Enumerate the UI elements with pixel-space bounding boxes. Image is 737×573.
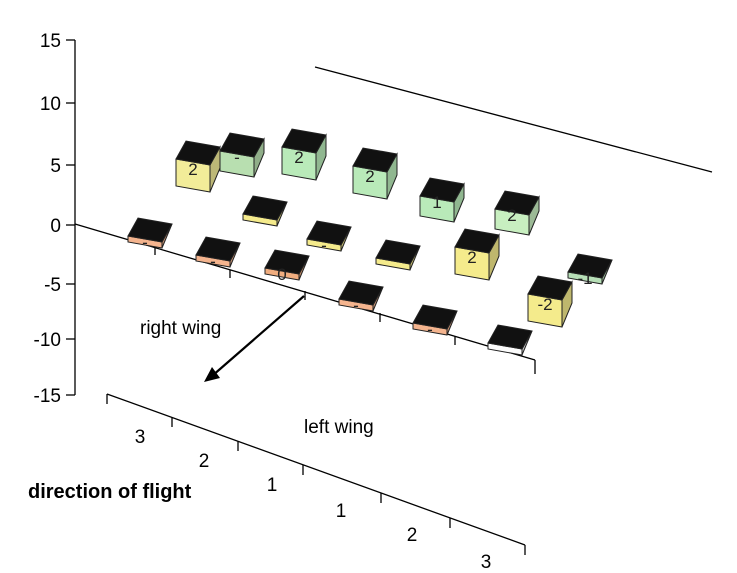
bar-top-face (375, 239, 421, 265)
bar-top-face (567, 253, 613, 279)
bar-top-face (352, 147, 398, 173)
bar-box: -2 (527, 275, 573, 328)
arrow-icon (204, 295, 305, 382)
bar-value-label: 0 (277, 265, 286, 284)
z-tick-label: 15 (40, 31, 61, 52)
bar-value-label: - (427, 320, 433, 339)
bar-top-face (219, 132, 265, 158)
x-tick-label: 2 (199, 451, 210, 472)
z-tick-label: 10 (40, 94, 61, 115)
bar-value-label: 2 (365, 167, 374, 186)
bar-top-face (454, 228, 500, 254)
bar-value-label: 1 (432, 193, 441, 212)
bar-value-label: 2 (294, 148, 303, 167)
bar-top-face (527, 275, 573, 301)
bar-value-label: -1 (577, 269, 592, 288)
bar-box (375, 239, 421, 271)
bar-value-label: 2 (467, 248, 476, 267)
z-tick-label: -10 (34, 330, 61, 351)
bar-value-label: 2 (188, 160, 197, 179)
bar-value-label: 2 (507, 206, 516, 225)
bar-value-label: - (210, 252, 216, 271)
x-tick-label: 1 (336, 501, 347, 522)
right-wing-label: right wing (140, 318, 221, 339)
x-tick-labels: 3 2 1 1 2 3 (135, 427, 492, 573)
bar-top-face (412, 304, 458, 330)
bar-top-face (281, 128, 327, 154)
bar-box (487, 324, 533, 356)
bar-box: - (412, 304, 458, 339)
bar-value-label: -2 (537, 295, 552, 314)
bar-box: - (127, 217, 173, 252)
bar-box: 0 (264, 249, 310, 284)
back-line (314, 66, 713, 173)
bar-box: 2 (281, 128, 327, 181)
z-tick-label: 5 (50, 156, 61, 177)
bar-top-face (338, 280, 384, 306)
bar-box: 2 (175, 140, 221, 193)
z-tick-labels: 15 10 5 0 -5 -10 -15 (34, 31, 61, 407)
bar-top-face (175, 140, 221, 166)
bar-top-face (264, 249, 310, 275)
bar-top-face (127, 217, 173, 243)
x-tick-label: 2 (407, 525, 418, 546)
bar-top-face (242, 195, 288, 221)
z-tick-label: 0 (50, 216, 61, 237)
bar-value-label: - (142, 233, 148, 252)
bar-top-face (306, 220, 352, 246)
bar-box: - (306, 220, 352, 255)
bar-box: 2 (454, 228, 500, 281)
bar-box: -1 (567, 253, 613, 288)
bar-value-label: - (234, 148, 240, 167)
bar-box: 2 (352, 147, 398, 200)
left-wing-label: left wing (304, 417, 374, 438)
chart-axes (66, 39, 713, 555)
bar-top-face (487, 324, 533, 350)
bar-value-label: - (353, 296, 359, 315)
bar-top-face (195, 236, 241, 262)
z-tick-label: -15 (34, 386, 61, 407)
bar-box: - (338, 280, 384, 315)
x-tick-label: 1 (267, 475, 278, 496)
bar-top-face (494, 190, 540, 216)
bar-value-label: - (321, 236, 327, 255)
x-tick-label: 3 (481, 552, 492, 573)
bar-top-face (419, 177, 465, 203)
bar-box (242, 195, 288, 227)
x-axis-line (106, 393, 526, 546)
bar-box: - (195, 236, 241, 271)
bar-box: 1 (419, 177, 465, 223)
z-tick-label: -5 (44, 275, 61, 296)
x-tick-label: 3 (135, 427, 146, 448)
x-axis-title: direction of flight (28, 481, 192, 503)
bar-box: 2 (494, 190, 540, 236)
bar-box: - (219, 132, 265, 178)
